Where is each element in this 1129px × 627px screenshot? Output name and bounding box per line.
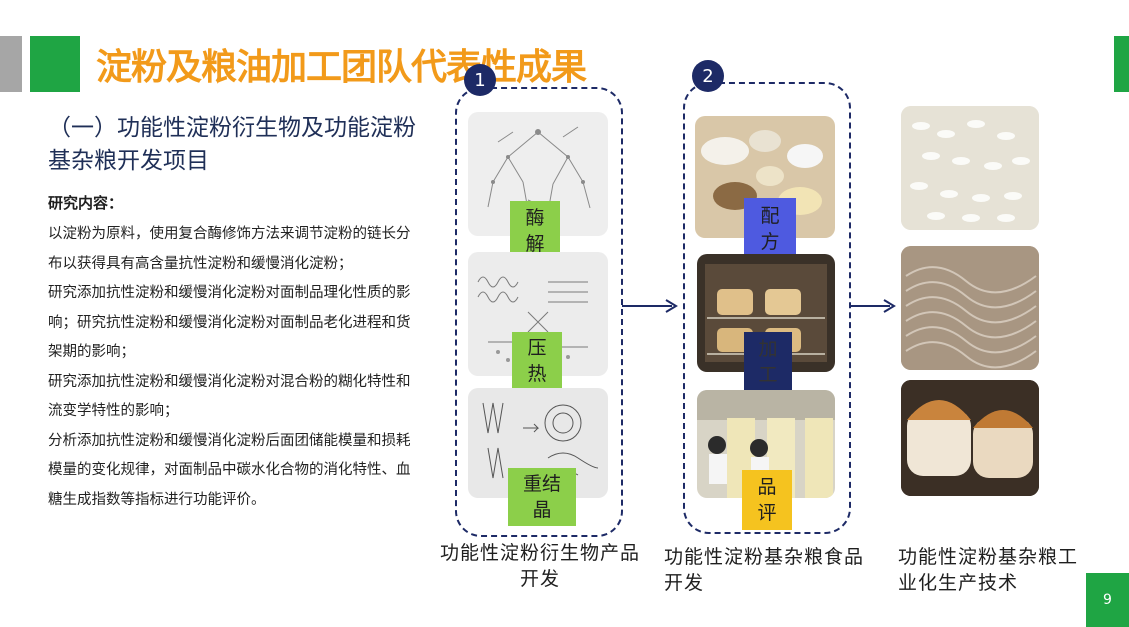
group1-dashed-frame (455, 87, 623, 537)
arrow-icon (850, 299, 896, 313)
bread-product-photo (901, 380, 1039, 496)
arrow-icon (622, 299, 678, 313)
slide-title: 淀粉及粮油加工团队代表性成果 (96, 47, 587, 88)
research-paragraph: 研究添加抗性淀粉和缓慢消化淀粉对混合粉的糊化特性和流变学特性的影响； (48, 373, 411, 420)
tag-formula: 配方 (744, 198, 796, 260)
page-number: 9 (1086, 573, 1129, 627)
tag-autoclave: 压热 (512, 332, 562, 390)
noodle-product-photo (901, 246, 1039, 370)
research-content-label: 研究内容： (48, 194, 124, 212)
header-gray-bar (0, 36, 22, 92)
group1-caption: 功能性淀粉衍生物产品开发 (440, 542, 641, 590)
research-content-body: 以淀粉为原料，使用复合酶修饰方法来调节淀粉的链长分布以获得具有高含量抗性淀粉和缓… (48, 220, 418, 515)
rice-product-photo (901, 106, 1039, 230)
tag-recrystallization: 重结晶 (508, 468, 576, 526)
group2-caption: 功能性淀粉基杂粮食品开发 (664, 546, 865, 594)
research-paragraph: 分析添加抗性淀粉和缓慢消化淀粉后面团储能模量和损耗模量的变化规律，对面制品中碳水… (48, 432, 411, 508)
group2-dashed-frame (683, 82, 851, 534)
tag-processing: 加工 (744, 332, 792, 392)
research-paragraph: 以淀粉为原料，使用复合酶修饰方法来调节淀粉的链长分布以获得具有高含量抗性淀粉和缓… (48, 226, 411, 272)
group2-number-badge: 2 (692, 60, 724, 92)
group3-caption: 功能性淀粉基杂粮工业化生产技术 (898, 546, 1079, 594)
baking-oven-photo (697, 254, 835, 372)
section-subtitle: （一）功能性淀粉衍生物及功能淀粉基杂粮开发项目 (48, 115, 416, 174)
tag-sensory-evaluation: 品评 (742, 470, 792, 530)
group1-number-badge: 1 (464, 64, 496, 96)
tag-enzymolysis: 酶解 (510, 201, 560, 261)
sensory-evaluation-photo (697, 390, 835, 498)
research-paragraph: 研究添加抗性淀粉和缓慢消化淀粉对面制品理化性质的影响；研究抗性淀粉和缓慢消化淀粉… (48, 285, 411, 360)
header-green-block (30, 36, 80, 92)
header-right-green-bar (1114, 36, 1129, 92)
